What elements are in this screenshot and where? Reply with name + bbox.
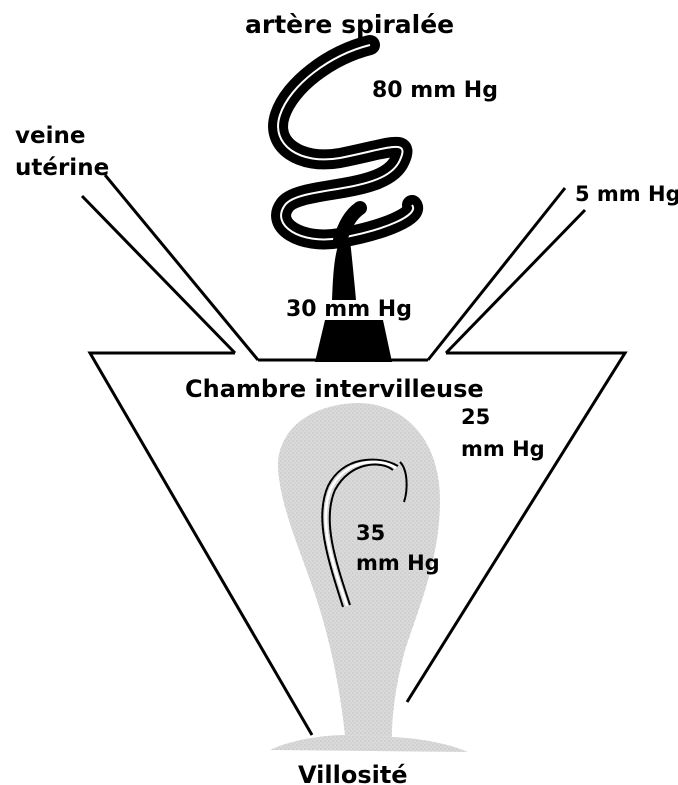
chamber-pressure-line2: mm Hg bbox=[461, 437, 545, 461]
vein-label-line1: veine bbox=[15, 123, 85, 149]
villus-base bbox=[270, 735, 468, 752]
artery-pressure-label: 80 mm Hg bbox=[372, 78, 498, 103]
uterine-vein-outer bbox=[82, 196, 235, 353]
artery-label: artère spiralée bbox=[245, 10, 454, 39]
villus-label: Villosité bbox=[298, 761, 408, 785]
villus-pressure-line2: mm Hg bbox=[356, 551, 440, 575]
entry-pressure-label: 30 mm Hg bbox=[286, 297, 412, 322]
spiral-artery-coil bbox=[278, 45, 413, 240]
vein-pressure-label: 5 mm Hg bbox=[575, 182, 678, 206]
spiral-artery-stem bbox=[332, 240, 356, 300]
vein-label-line2: utérine bbox=[15, 155, 109, 181]
chamber-pressure-line1: 25 bbox=[461, 405, 490, 429]
villus-pressure-line1: 35 bbox=[356, 521, 385, 545]
uterine-vein-inner bbox=[105, 175, 258, 360]
chamber-right-wall bbox=[407, 353, 625, 702]
spiral-artery-opening bbox=[315, 320, 392, 362]
chamber-label: Chambre intervilleuse bbox=[185, 375, 484, 403]
right-vein-outer bbox=[446, 210, 585, 353]
right-vein-inner bbox=[428, 188, 565, 360]
chamber-left-wall bbox=[90, 353, 312, 735]
